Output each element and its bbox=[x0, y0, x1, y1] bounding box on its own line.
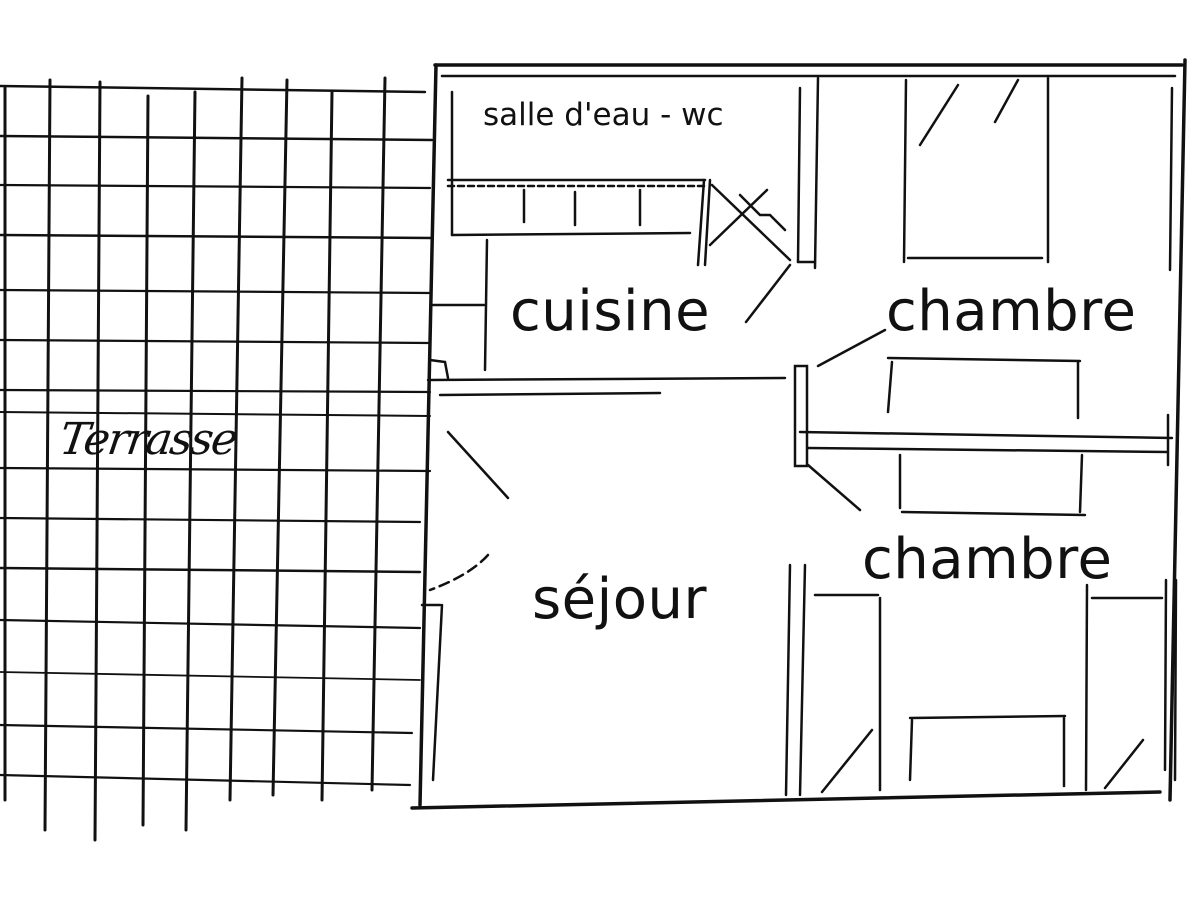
room-label-sejour: séjour bbox=[532, 567, 707, 632]
outer-walls bbox=[410, 58, 1187, 810]
chambre-2-furniture bbox=[784, 563, 1178, 797]
terrace-grid bbox=[0, 76, 434, 842]
chambre-1-furniture bbox=[793, 76, 1174, 517]
salle-eau-walls bbox=[446, 76, 820, 324]
sejour-walls bbox=[420, 430, 510, 782]
room-label-cuisine: cuisine bbox=[510, 279, 711, 344]
room-label-salle-eau: salle d'eau - wc bbox=[483, 97, 724, 133]
room-label-chambre-1: chambre bbox=[886, 279, 1137, 344]
room-label-chambre-2: chambre bbox=[862, 527, 1113, 592]
room-label-terrasse: Terrasse bbox=[56, 414, 240, 465]
cuisine-walls bbox=[426, 238, 787, 397]
